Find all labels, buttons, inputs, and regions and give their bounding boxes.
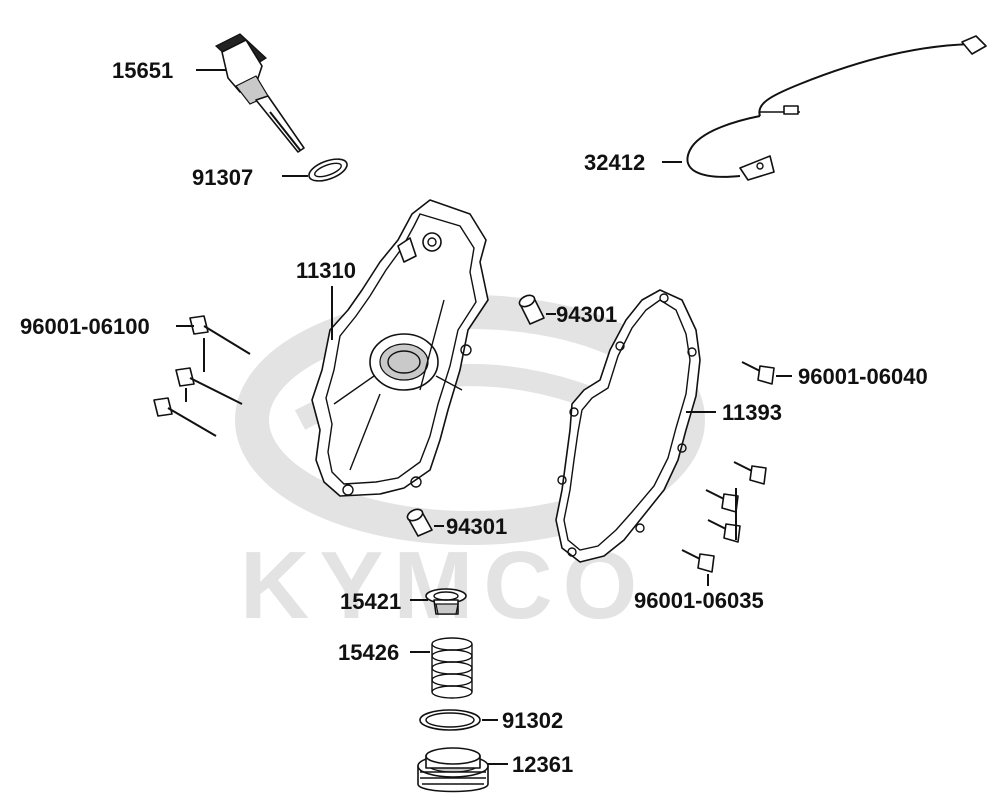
- part-96001-06040-bolt: [741, 361, 775, 385]
- label-91307: 91307: [192, 165, 253, 190]
- label-12361: 12361: [512, 752, 573, 777]
- part-96001-06100-bolts: [153, 315, 251, 437]
- label-96001-06035: 96001-06035: [634, 588, 764, 613]
- label-32412: 32412: [584, 150, 645, 175]
- part-91307-oring: [308, 158, 348, 182]
- label-15651: 15651: [112, 58, 173, 83]
- part-11393-gasket: [555, 289, 701, 563]
- part-15651-dipstick: [214, 33, 305, 153]
- label-94301-a: 94301: [556, 302, 617, 327]
- label-91302: 91302: [502, 708, 563, 733]
- part-15426-spring: [431, 637, 473, 699]
- label-15426: 15426: [338, 640, 399, 665]
- part-12361-drain-cap: [417, 747, 489, 793]
- part-96001-06035-bolts: [681, 461, 767, 573]
- label-11310: 11310: [296, 258, 356, 283]
- label-96001-06040: 96001-06040: [798, 364, 928, 389]
- part-91302-oring: [419, 709, 481, 731]
- part-94301-dowel-b: [406, 508, 433, 537]
- part-11310-case-cover: [311, 199, 489, 497]
- label-15421: 15421: [340, 589, 401, 614]
- part-94301-dowel-a: [518, 294, 545, 325]
- part-15421-strainer: [425, 588, 467, 615]
- label-94301-b: 94301: [446, 514, 507, 539]
- label-96001-06100: 96001-06100: [20, 314, 150, 339]
- part-32412-cable: [686, 35, 987, 181]
- label-11393: 11393: [722, 400, 782, 425]
